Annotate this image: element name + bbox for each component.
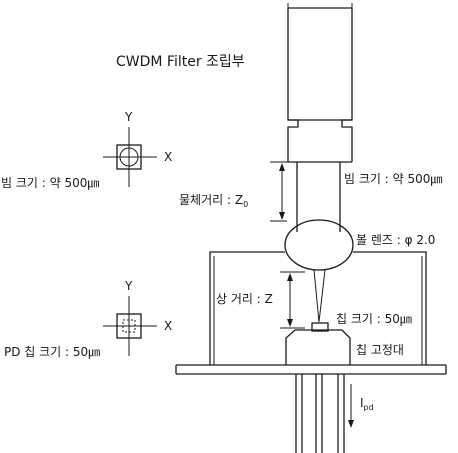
ball-lens xyxy=(284,219,354,271)
current-label: Ipd xyxy=(360,396,374,412)
chip-holder-label: 칩 고정대 xyxy=(356,343,404,357)
bottom-axis-x: X xyxy=(164,319,172,333)
pd-chip-size-label: PD 칩 크기 : 50㎛ xyxy=(4,345,100,359)
beam-size-left-label: 빔 크기 : 약 500㎛ xyxy=(1,175,99,190)
image-distance-dimension xyxy=(280,271,305,329)
top-beam-cross-section: Y X xyxy=(103,110,172,187)
focused-beam xyxy=(313,269,326,323)
bottom-pd-cross-section: Y X xyxy=(103,279,172,356)
top-axis-y: Y xyxy=(124,110,133,124)
current-arrow xyxy=(348,384,354,428)
leads xyxy=(295,374,345,453)
title: CWDM Filter 조립부 xyxy=(116,54,245,70)
beam-size-right-label: 빔 크기 : 약 500㎛ xyxy=(344,171,442,186)
beam-column xyxy=(296,162,341,232)
chip-size-label: 칩 크기 : 50㎛ xyxy=(336,312,412,326)
object-distance-label: 물체거리 : Z0 xyxy=(179,193,248,209)
cwdm-filter-assembly xyxy=(287,3,353,163)
pd-chip xyxy=(311,322,329,332)
bottom-axis-y: Y xyxy=(124,279,133,293)
object-distance-dimension xyxy=(270,161,297,222)
chip-holder xyxy=(285,322,351,365)
base-plate xyxy=(175,364,447,375)
housing xyxy=(209,251,427,365)
ball-lens-label: 볼 렌즈 : φ 2.0 xyxy=(356,233,435,247)
top-axis-x: X xyxy=(164,150,172,164)
image-distance-label: 상 거리 : Z xyxy=(216,292,273,306)
